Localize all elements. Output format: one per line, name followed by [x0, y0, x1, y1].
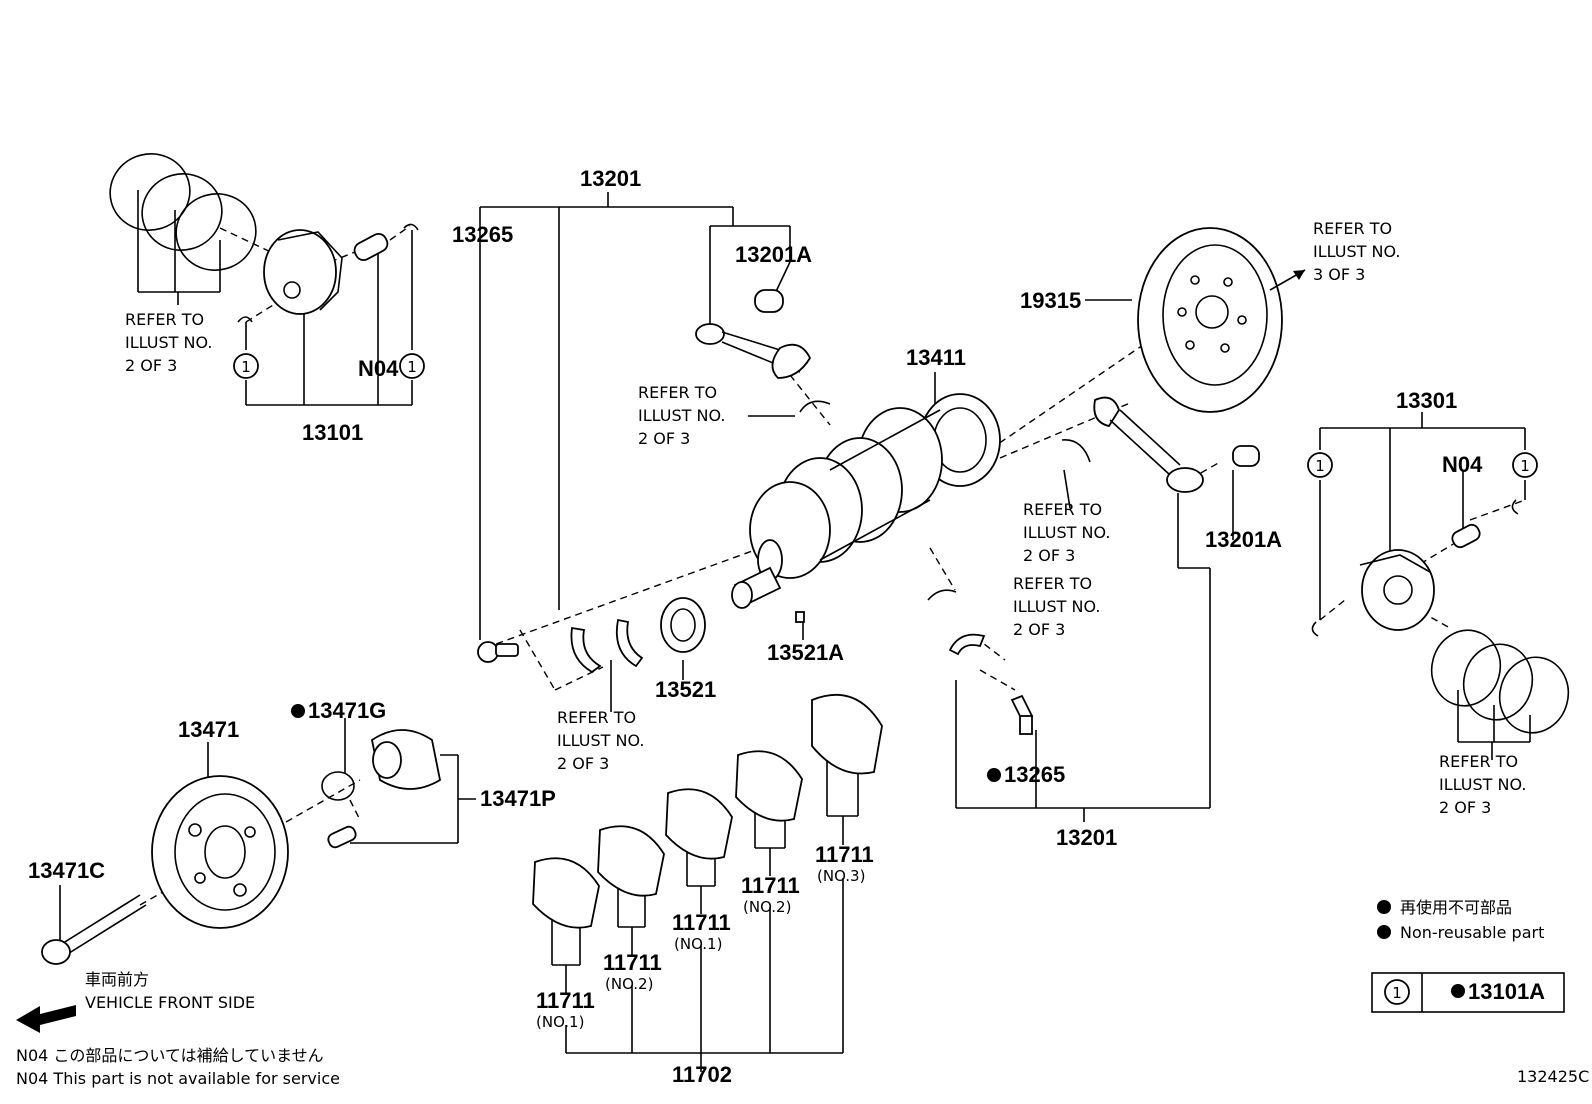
- refer-g-line3: 2 OF 3: [1439, 798, 1491, 817]
- refer-c-line3: 3 OF 3: [1313, 265, 1365, 284]
- legend-en: Non-reusable part: [1400, 923, 1544, 942]
- legend: 再使用不可部品 Non-reusable part: [1377, 898, 1544, 942]
- label-n04-right: N04: [1442, 452, 1483, 477]
- label-11711-a: 11711: [536, 988, 595, 1013]
- front-arrow-icon: [16, 1005, 76, 1033]
- label-11702: 11702: [672, 1062, 732, 1087]
- refer-b-line2: ILLUST NO.: [638, 406, 725, 425]
- legend-jp: 再使用不可部品: [1400, 898, 1512, 917]
- label-13471C: 13471C: [28, 858, 105, 883]
- footnotes: N04 この部品については補給していません N04 This part is n…: [16, 1046, 340, 1088]
- circle-marker-1b: 1: [407, 358, 417, 376]
- label-13201A-top: 13201A: [735, 242, 812, 267]
- non-reusable-dot: [1451, 984, 1465, 998]
- main-bearings: [532, 693, 883, 929]
- leader-lines: [59, 190, 1531, 1072]
- refer-b-line3: 2 OF 3: [638, 429, 690, 448]
- label-11711-c: 11711: [672, 910, 731, 935]
- label-13471: 13471: [178, 717, 239, 742]
- label-13471G: 13471G: [308, 698, 386, 723]
- label-11711-e: 11711: [815, 842, 874, 867]
- refer-d-line1: REFER TO: [1023, 500, 1102, 519]
- refer-c-line1: REFER TO: [1313, 219, 1392, 238]
- refer-notes: REFER TO ILLUST NO. 2 OF 3 REFER TO ILLU…: [125, 219, 1526, 817]
- label-13101: 13101: [302, 420, 363, 445]
- label-13201A-right: 13201A: [1205, 527, 1282, 552]
- circle-marker-1c: 1: [1315, 457, 1325, 475]
- table-value: 13101A: [1468, 979, 1545, 1004]
- table-key: 1: [1392, 984, 1402, 1002]
- label-13471P: 13471P: [480, 786, 556, 811]
- piston-left: [237, 223, 419, 323]
- part-number-labels: 13201 13265 13201A 19315 13411 13101 N04…: [28, 166, 1483, 1087]
- refer-g-line2: ILLUST NO.: [1439, 775, 1526, 794]
- refer-e-line2: ILLUST NO.: [1013, 597, 1100, 616]
- reference-table: 1 13101A: [1371, 972, 1565, 1013]
- label-13201-bottom: 13201: [1056, 825, 1117, 850]
- non-reusable-dot: [291, 704, 305, 718]
- non-reusable-dot: [987, 768, 1001, 782]
- label-11711-b: 11711: [603, 950, 662, 975]
- direction-indicator: 車両前方 VEHICLE FRONT SIDE: [16, 970, 255, 1033]
- refer-a-line3: 2 OF 3: [125, 356, 177, 375]
- label-13265-bottom: 13265: [1004, 762, 1065, 787]
- refer-b-line1: REFER TO: [638, 383, 717, 402]
- crankshaft: [731, 393, 1001, 623]
- refer-c-line2: ILLUST NO.: [1313, 242, 1400, 261]
- refer-d-line2: ILLUST NO.: [1023, 523, 1110, 542]
- label-19315: 19315: [1020, 288, 1081, 313]
- label-n04-left: N04: [358, 356, 399, 381]
- refer-a-line1: REFER TO: [125, 310, 204, 329]
- label-13201-top: 13201: [580, 166, 641, 191]
- legend-dot-icon: [1377, 900, 1391, 914]
- circle-marker-1a: 1: [241, 358, 251, 376]
- label-no1-b: (NO.1): [674, 935, 722, 953]
- connecting-rod-right: [927, 396, 1260, 735]
- crank-sprocket: [660, 597, 706, 653]
- circle-markers: 1 1 1 1: [233, 353, 1538, 478]
- pulley-bolt: [41, 894, 147, 965]
- direction-jp: 車両前方: [85, 970, 149, 989]
- figure-id: 132425C: [1517, 1067, 1589, 1086]
- label-13521: 13521: [655, 677, 716, 702]
- label-13521A: 13521A: [767, 640, 844, 665]
- footnote-en: N04 This part is not available for servi…: [16, 1069, 340, 1088]
- label-no1-a: (NO.1): [536, 1013, 584, 1031]
- label-no2-b: (NO.2): [743, 898, 791, 916]
- refer-f-line1: REFER TO: [557, 708, 636, 727]
- crank-pulley: [151, 775, 289, 929]
- label-11711-d: 11711: [741, 873, 800, 898]
- direction-en: VEHICLE FRONT SIDE: [85, 993, 255, 1012]
- bearing-halves-left: [477, 618, 644, 674]
- refer-f-line3: 2 OF 3: [557, 754, 609, 773]
- circle-marker-1d: 1: [1520, 457, 1530, 475]
- legend-dot-icon: [1377, 925, 1391, 939]
- piston-right: [1311, 499, 1519, 637]
- label-13301: 13301: [1396, 388, 1457, 413]
- refer-a-line2: ILLUST NO.: [125, 333, 212, 352]
- connecting-rod-upper: [695, 289, 831, 413]
- refer-e-line1: REFER TO: [1013, 574, 1092, 593]
- refer-g-line1: REFER TO: [1439, 752, 1518, 771]
- label-no3: (NO.3): [817, 867, 865, 885]
- footnote-jp: N04 この部品については補給していません: [16, 1046, 324, 1065]
- label-13411: 13411: [906, 345, 966, 370]
- refer-f-line2: ILLUST NO.: [557, 731, 644, 750]
- refer-e-line3: 2 OF 3: [1013, 620, 1065, 639]
- piston-rings-right: [1430, 629, 1570, 734]
- assembly-axis-lines: [139, 225, 1526, 906]
- refer-d-line3: 2 OF 3: [1023, 546, 1075, 565]
- label-no2-a: (NO.2): [605, 975, 653, 993]
- oring-and-sprocket: [321, 729, 442, 849]
- flywheel: [1137, 227, 1306, 413]
- label-13265-top: 13265: [452, 222, 513, 247]
- piston-rings-left: [109, 153, 257, 271]
